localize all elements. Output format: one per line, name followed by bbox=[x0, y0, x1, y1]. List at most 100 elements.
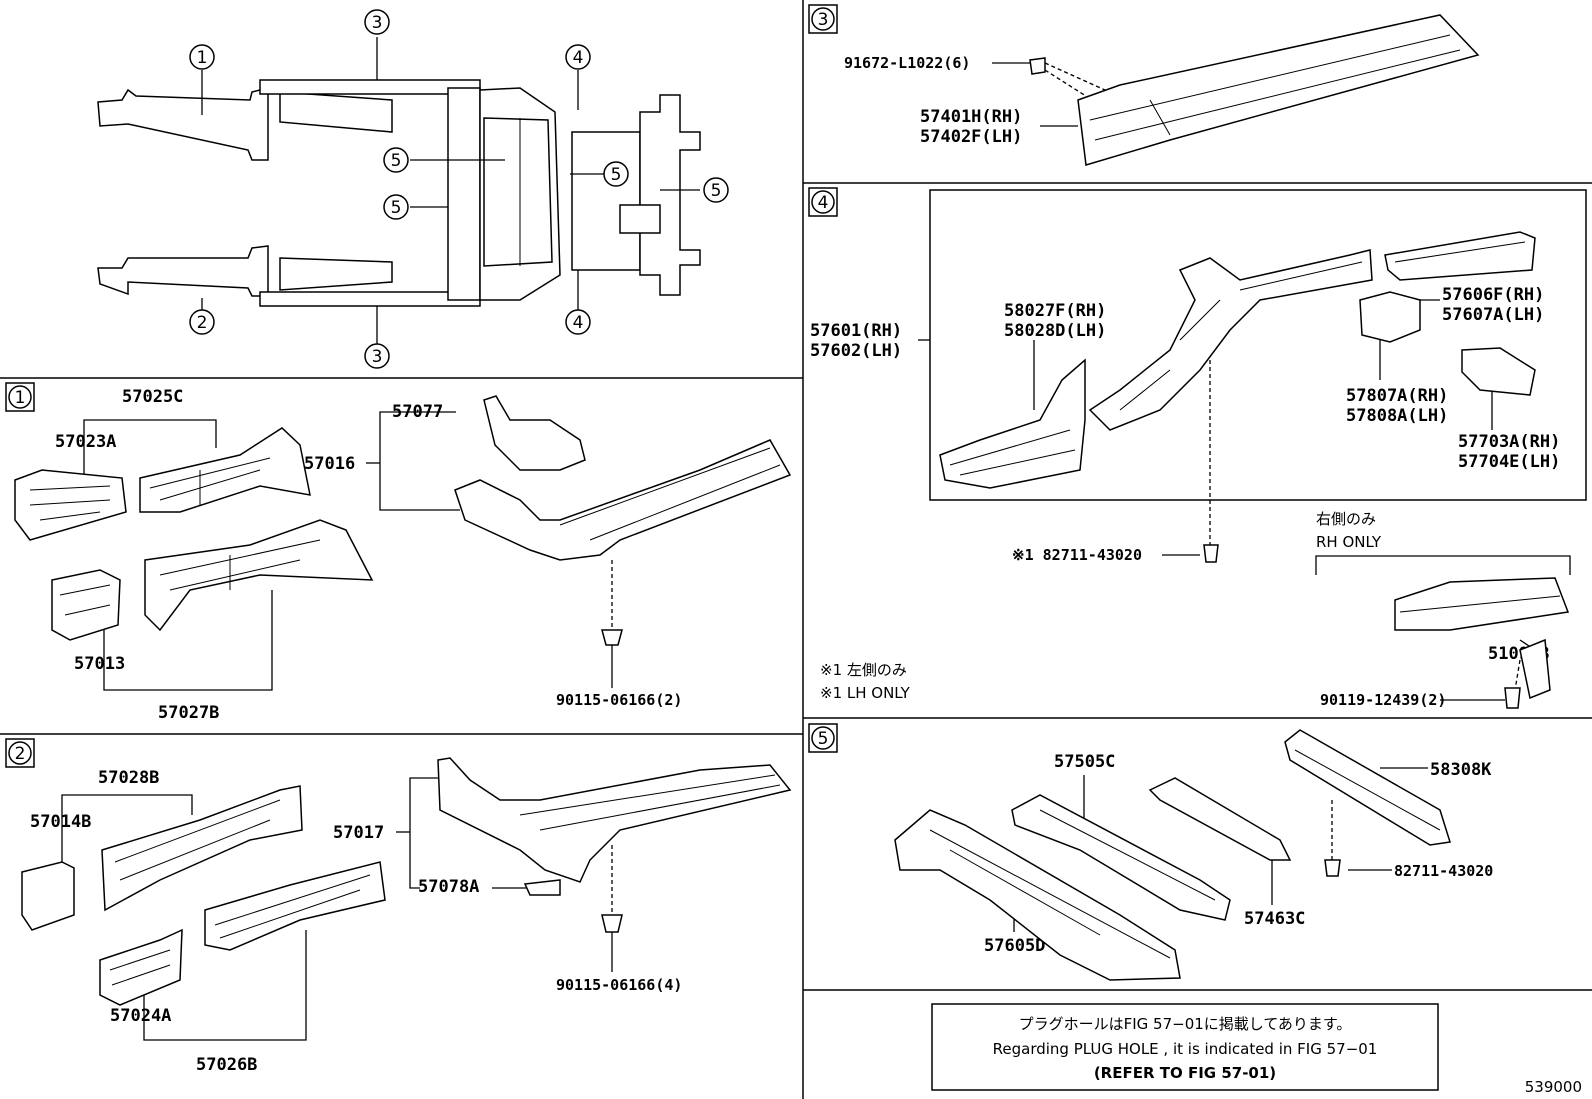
part-82711-43020-lh: ※1 82711-43020 bbox=[1012, 546, 1142, 564]
callout-4-top bbox=[565, 44, 591, 70]
part-57014B: 57014B bbox=[30, 812, 91, 832]
section-1-number-box bbox=[5, 382, 35, 412]
part-57605D-drawing bbox=[894, 809, 1181, 981]
section-5-number: 5 bbox=[818, 729, 829, 749]
part-57606F-drawing bbox=[1384, 231, 1536, 281]
part-57023A-drawing bbox=[14, 469, 127, 541]
part-57016: 57016 bbox=[304, 454, 355, 474]
notice-box bbox=[931, 1003, 1439, 1091]
part-57807A-RH: 57807A(RH) bbox=[1346, 386, 1448, 406]
part-58308K: 58308K bbox=[1430, 760, 1492, 780]
plug-hole-notice: プラグホールはFIG 57−01に掲載してあります。 Regarding PLU… bbox=[931, 1003, 1439, 1091]
part-57028B-drawing bbox=[101, 785, 303, 912]
part-57078A-drawing bbox=[523, 879, 561, 896]
callout-5-c-label: 5 bbox=[611, 165, 622, 185]
part-57703A-RH: 57703A(RH) bbox=[1458, 432, 1560, 452]
part-57808A-LH: 57808A(LH) bbox=[1346, 406, 1448, 426]
callout-5-d-label: 5 bbox=[711, 181, 722, 201]
part-90119-12439-2: 90119-12439(2) bbox=[1320, 691, 1446, 709]
bolt-90115-06166-4 bbox=[601, 914, 623, 933]
part-57025C: 57025C bbox=[122, 387, 183, 407]
callout-4-bottom bbox=[565, 309, 591, 335]
section-4-inner-box bbox=[929, 189, 1587, 501]
part-57023A: 57023A bbox=[55, 432, 116, 452]
part-57025C-drawing bbox=[139, 427, 311, 513]
part-58027F-drawing bbox=[939, 358, 1086, 489]
section-3-number-box bbox=[808, 4, 838, 34]
part-57016-drawing bbox=[454, 439, 792, 561]
section-3: 3 91672-L1022(6) 57401H(RH) 57402F(LH) bbox=[808, 4, 1480, 166]
callout-5-c bbox=[603, 161, 629, 187]
section-3-number: 3 bbox=[818, 10, 829, 30]
callout-5-b bbox=[383, 194, 409, 220]
part-57077-drawing bbox=[483, 395, 586, 471]
clip-82711-43020 bbox=[1324, 859, 1341, 877]
part-57505C: 57505C bbox=[1054, 752, 1115, 772]
callout-5-d bbox=[703, 177, 729, 203]
rh-only-en: RH ONLY bbox=[1316, 533, 1382, 551]
part-57401H-RH: 57401H(RH) bbox=[920, 107, 1022, 127]
section-2: 2 57028B 57014B 57017 57078A 57024A 5702… bbox=[5, 738, 792, 1075]
part-57703A-drawing bbox=[1461, 347, 1536, 396]
part-57601-RH: 57601(RH) bbox=[810, 321, 902, 341]
section-4-number-box bbox=[808, 187, 838, 217]
part-58028D-LH: 58028D(LH) bbox=[1004, 321, 1106, 341]
bolt-90115-06166-2 bbox=[601, 629, 623, 646]
part-57027B: 57027B bbox=[158, 703, 219, 723]
section-5: 5 57505C 58308K 82711-43020 57463C 57605… bbox=[808, 723, 1493, 981]
notice-line-refer: (REFER TO FIG 57-01) bbox=[1094, 1064, 1276, 1082]
part-57607A-LH: 57607A(LH) bbox=[1442, 305, 1544, 325]
part-58308K-drawing bbox=[1284, 729, 1451, 846]
callout-3-bottom-label: 3 bbox=[372, 347, 383, 367]
callout-2-label: 2 bbox=[197, 313, 208, 333]
section-5-number-box bbox=[808, 723, 838, 753]
part-57028B: 57028B bbox=[98, 768, 159, 788]
callout-5-a-label: 5 bbox=[391, 151, 402, 171]
part-57402F-LH: 57402F(LH) bbox=[920, 127, 1022, 147]
section-1: 1 57025C 57023A 57016 57077 57013 57027B… bbox=[5, 382, 792, 723]
bolt-90119-12439 bbox=[1504, 687, 1521, 709]
part-57026B: 57026B bbox=[196, 1055, 257, 1075]
part-57024A: 57024A bbox=[110, 1006, 171, 1026]
callout-1-label: 1 bbox=[197, 48, 208, 68]
overview-callouts: 1 2 3 3 4 4 5 5 5 5 bbox=[189, 9, 729, 369]
callout-5-a bbox=[383, 147, 409, 173]
part-57505C-drawing bbox=[1011, 794, 1231, 921]
callout-4-bottom-label: 4 bbox=[573, 313, 584, 333]
section-2-number-box bbox=[5, 738, 35, 768]
part-90115-06166-4: 90115-06166(4) bbox=[556, 976, 682, 994]
part-57602-LH: 57602(LH) bbox=[810, 341, 902, 361]
part-57601-drawing bbox=[1088, 249, 1373, 431]
part-57605D: 57605D bbox=[984, 936, 1045, 956]
part-51095B-drawing bbox=[1519, 638, 1551, 700]
part-57014B-drawing bbox=[21, 861, 75, 931]
chassis-overview bbox=[97, 79, 701, 307]
callout-3-bottom bbox=[364, 343, 390, 369]
part-57013-drawing bbox=[51, 569, 121, 641]
part-58027F-RH: 58027F(RH) bbox=[1004, 301, 1106, 321]
part-57017-drawing bbox=[437, 757, 792, 883]
bolt-91672-L1022 bbox=[1029, 57, 1046, 75]
part-57027B-drawing bbox=[144, 519, 374, 632]
section-1-number: 1 bbox=[15, 388, 26, 408]
notice-line-jp: プラグホールはFIG 57−01に掲載してあります。 bbox=[1019, 1015, 1352, 1033]
part-57463C: 57463C bbox=[1244, 909, 1305, 929]
part-57401H-drawing bbox=[1077, 14, 1480, 166]
part-91672-L1022-6: 91672-L1022(6) bbox=[844, 54, 970, 72]
callout-3-top-label: 3 bbox=[372, 13, 383, 33]
callout-1 bbox=[189, 44, 215, 70]
part-90115-06166-2: 90115-06166(2) bbox=[556, 691, 682, 709]
note-lh-only-en: ※1 LH ONLY bbox=[820, 684, 911, 702]
section-4: 4 57601(RH) 57602(LH) 58027F(RH) 58028D(… bbox=[808, 187, 1587, 709]
part-57026B-drawing bbox=[204, 861, 386, 951]
part-57606F-RH: 57606F(RH) bbox=[1442, 285, 1544, 305]
notice-line-en: Regarding PLUG HOLE , it is indicated in… bbox=[993, 1040, 1378, 1058]
section-4-number: 4 bbox=[818, 193, 829, 213]
section-2-number: 2 bbox=[15, 744, 26, 764]
part-57013: 57013 bbox=[74, 654, 125, 674]
callout-5-b-label: 5 bbox=[391, 198, 402, 218]
note-lh-only-jp: ※1 左側のみ bbox=[820, 661, 907, 679]
clip-82711-43020-lh bbox=[1203, 544, 1219, 563]
